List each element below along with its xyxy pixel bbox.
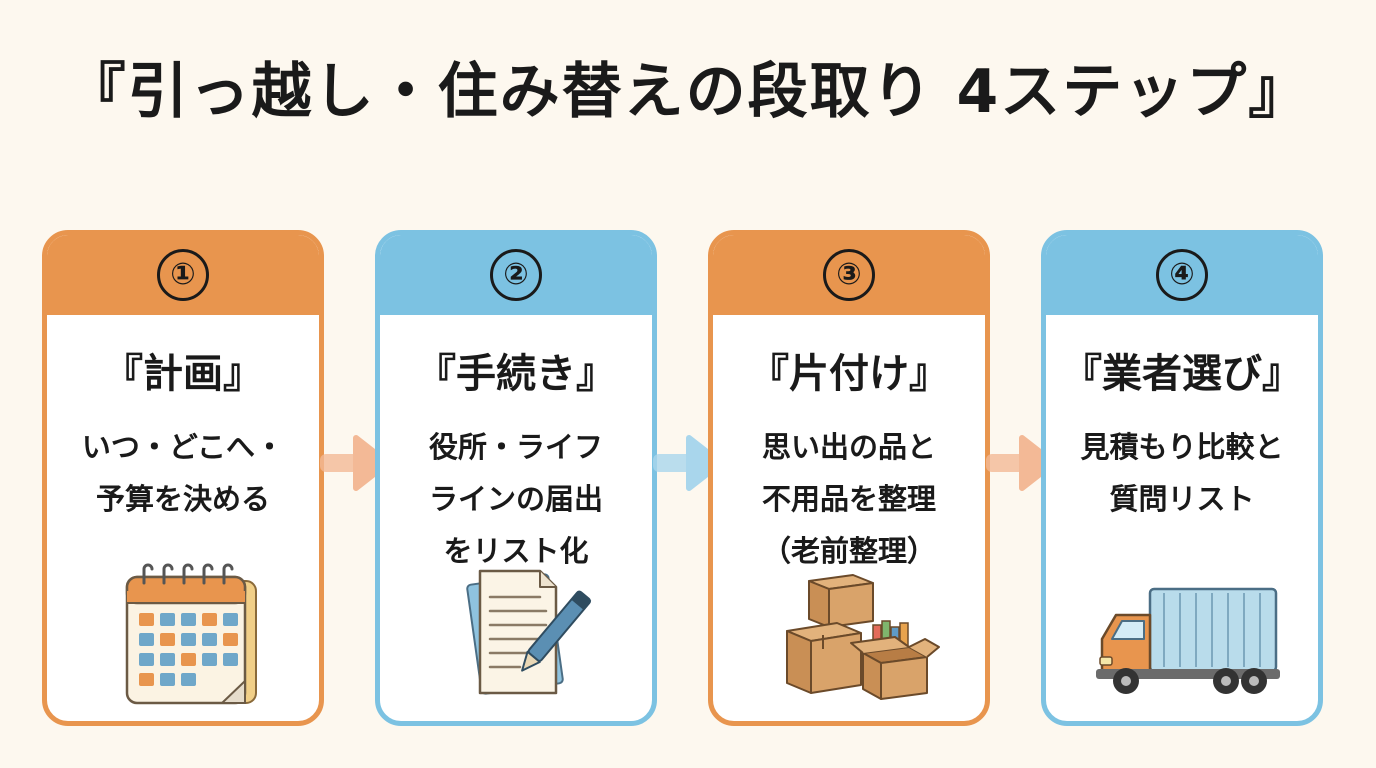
boxes-icon (786, 574, 940, 700)
step-card-mover-selection: ④ 『業者選び』 見積もり比較と 質問リスト (1041, 230, 1323, 726)
arrow-right-icon (320, 435, 391, 491)
truck-icon (1096, 587, 1280, 694)
document-pen-icon (466, 569, 592, 695)
step-description: 思い出の品と 不用品を整理 （老前整理） (713, 421, 985, 577)
step-header: ① (47, 235, 319, 315)
step-number: ① (157, 249, 209, 301)
calendar-icon (125, 563, 257, 705)
description-line: 見積もり比較と (1080, 430, 1284, 464)
step-title: 『計画』 (103, 351, 263, 397)
step-card-procedures: ② 『手続き』 役所・ライフ ラインの届出 をリスト化 (375, 230, 657, 726)
step-header: ④ (1046, 235, 1318, 315)
step-header: ③ (713, 235, 985, 315)
step-title: 『片付け』 (749, 351, 949, 397)
step-description: 役所・ライフ ラインの届出 をリスト化 (380, 421, 652, 577)
step-card-plan: ① 『計画』 いつ・どこへ・ 予算を決める (42, 230, 324, 726)
arrow-right-icon (653, 435, 724, 491)
step-title: 『手続き』 (416, 351, 616, 397)
description-line: ラインの届出 (428, 482, 603, 516)
description-line: （老前整理） (761, 534, 936, 568)
step-number: ④ (1156, 249, 1208, 301)
description-line: いつ・どこへ・ (81, 430, 285, 464)
description-line: 質問リスト (1109, 482, 1255, 516)
step-description: 見積もり比較と 質問リスト (1046, 421, 1318, 525)
description-line: 予算を決める (95, 482, 270, 516)
step-number: ② (490, 249, 542, 301)
arrow-right-icon (986, 435, 1057, 491)
step-description: いつ・どこへ・ 予算を決める (47, 421, 319, 525)
page-title: 『引っ越し・住み替えの段取り 4ステップ』 (65, 57, 1311, 127)
step-title: 『業者選び』 (1062, 351, 1302, 397)
step-card-tidying: ③ 『片付け』 思い出の品と 不用品を整理 （老前整理） (708, 230, 990, 726)
description-line: 役所・ライフ (428, 430, 603, 464)
description-line: 思い出の品と (761, 430, 936, 464)
description-line: をリスト化 (443, 534, 589, 568)
step-header: ② (380, 235, 652, 315)
description-line: 不用品を整理 (761, 482, 936, 516)
step-number: ③ (823, 249, 875, 301)
